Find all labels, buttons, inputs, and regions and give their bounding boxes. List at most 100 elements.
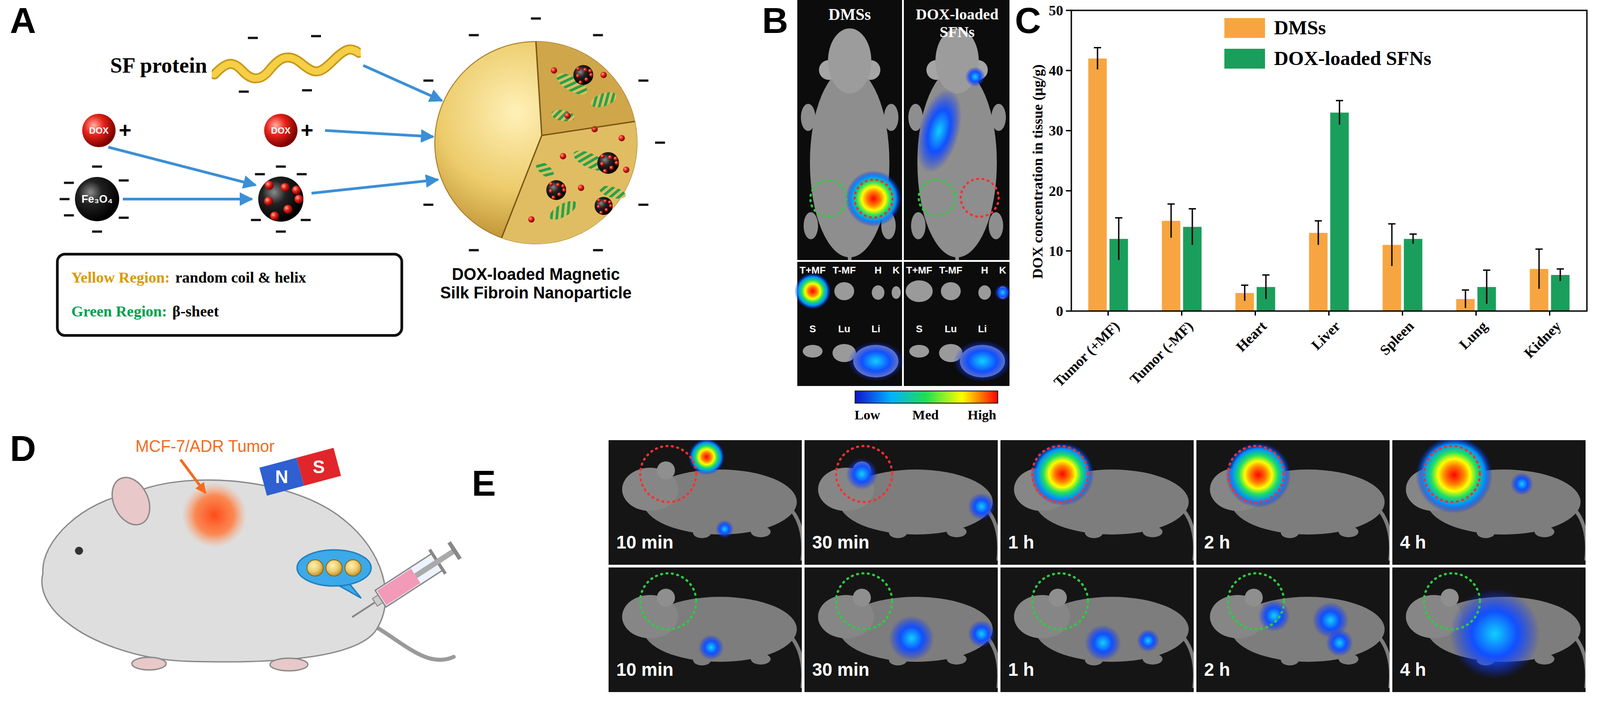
minus-sign bbox=[530, 17, 541, 20]
colorbar bbox=[855, 390, 998, 404]
minus-sign bbox=[638, 203, 649, 206]
error-bar bbox=[1244, 285, 1246, 302]
fluorescence-signal bbox=[1449, 588, 1540, 680]
imaging-cell bbox=[608, 440, 802, 565]
organ-image bbox=[802, 344, 823, 358]
mouse-tail bbox=[1380, 511, 1390, 561]
error-cap bbox=[1314, 220, 1322, 222]
minus-sign bbox=[64, 181, 75, 185]
drug-dot bbox=[614, 160, 619, 166]
beta-sheet-region bbox=[550, 108, 576, 124]
error-bar bbox=[1391, 223, 1393, 266]
minus-sign bbox=[92, 230, 103, 233]
organ-label: T-MF bbox=[832, 264, 856, 276]
magnetic-core bbox=[594, 196, 613, 215]
axis-tick bbox=[1065, 190, 1072, 192]
mouse-body bbox=[41, 479, 386, 662]
drug-dot bbox=[588, 69, 593, 74]
magnet-pole: N bbox=[275, 466, 289, 488]
drug-dot bbox=[577, 184, 585, 191]
drug-dot bbox=[603, 168, 608, 174]
time-label: 1 h bbox=[1008, 659, 1035, 680]
cut-face bbox=[501, 121, 638, 244]
error-bar bbox=[1170, 204, 1173, 238]
fluorescence-signal bbox=[715, 520, 734, 539]
magnetic-core bbox=[573, 65, 594, 85]
organ-label: Lu bbox=[838, 323, 851, 335]
error-bar bbox=[1265, 274, 1267, 299]
fluorescence-signal bbox=[953, 340, 1012, 382]
error-cap bbox=[1093, 46, 1102, 49]
time-label: 30 min bbox=[812, 531, 870, 553]
minus-sign bbox=[251, 218, 261, 222]
tick-label: 20 bbox=[1048, 182, 1064, 200]
drug-dot bbox=[561, 184, 566, 189]
drug-dot bbox=[597, 198, 601, 203]
region-key-box: Yellow Region:random coil & helixGreen R… bbox=[55, 252, 404, 337]
error-cap bbox=[1241, 284, 1249, 286]
drug-dot bbox=[557, 192, 562, 197]
imaging-cell bbox=[1196, 567, 1390, 693]
mouse-ear bbox=[656, 588, 675, 607]
drug-dot bbox=[609, 165, 614, 171]
organ-label: K bbox=[999, 264, 1007, 276]
nanoparticle-shape bbox=[433, 40, 638, 245]
panel-b-image bbox=[794, 0, 1012, 404]
mouse-tail bbox=[1184, 511, 1194, 561]
nanoparticle-icon bbox=[306, 559, 324, 577]
molecule-label: DOX bbox=[88, 125, 109, 136]
organ-image bbox=[940, 282, 961, 301]
error-bar bbox=[1465, 289, 1467, 308]
error-bar bbox=[1097, 47, 1099, 70]
mouse-tail bbox=[376, 627, 454, 661]
cut-edge bbox=[501, 41, 635, 238]
speech-bubble bbox=[297, 549, 372, 587]
tumor-outline bbox=[836, 446, 893, 503]
tumor-outline bbox=[810, 180, 847, 217]
imaging-cell bbox=[1392, 567, 1586, 693]
beta-sheet-region bbox=[588, 89, 619, 111]
image-background bbox=[608, 567, 802, 693]
sphere bbox=[74, 176, 120, 222]
drug-dot bbox=[548, 181, 554, 187]
drug-dot bbox=[608, 155, 613, 160]
dox-sphere: DOX+ bbox=[263, 113, 323, 148]
minus-sign bbox=[593, 33, 604, 37]
data-bar bbox=[1330, 112, 1349, 312]
charge-sign: + bbox=[118, 117, 132, 143]
nanoparticle-caption: DOX-loaded Magnetic Silk Fibroin Nanopar… bbox=[436, 265, 636, 303]
fluorescence-signal bbox=[1510, 472, 1534, 496]
drug-dot bbox=[589, 73, 594, 78]
minus-sign bbox=[247, 37, 258, 40]
error-bar bbox=[1118, 218, 1120, 261]
flow-arrow bbox=[122, 197, 252, 201]
tumor-outline bbox=[1423, 573, 1480, 630]
mouse-ear bbox=[656, 461, 675, 480]
drug-dot bbox=[584, 77, 589, 82]
colorbar-label: Low bbox=[854, 407, 881, 424]
mouse-tail bbox=[1184, 638, 1194, 689]
axis-tick bbox=[1065, 69, 1072, 72]
fluorescence-signal bbox=[794, 273, 831, 310]
fluorescence-signal bbox=[698, 634, 724, 661]
mouse-foot bbox=[269, 658, 308, 671]
mouse-limb bbox=[988, 212, 1004, 240]
drug-dot bbox=[623, 166, 630, 173]
drug-dot bbox=[604, 208, 609, 212]
panel-letter: C bbox=[1014, 0, 1042, 42]
time-label: 2 h bbox=[1204, 659, 1231, 680]
drug-dot bbox=[576, 66, 581, 71]
fluorescence-signal bbox=[847, 341, 904, 382]
nanoparticle-icon bbox=[344, 559, 362, 577]
drug-dot bbox=[600, 161, 605, 167]
tumor-outline bbox=[1423, 446, 1480, 503]
fluorescence-signal bbox=[967, 493, 996, 521]
mouse-limb bbox=[803, 212, 819, 240]
tick-label: 50 bbox=[1048, 2, 1064, 19]
image-background bbox=[1000, 440, 1194, 565]
drug-dot bbox=[613, 156, 619, 162]
error-cap bbox=[1388, 223, 1396, 225]
fluorescence-signal bbox=[1225, 442, 1291, 508]
panel-e-images bbox=[608, 436, 1587, 693]
